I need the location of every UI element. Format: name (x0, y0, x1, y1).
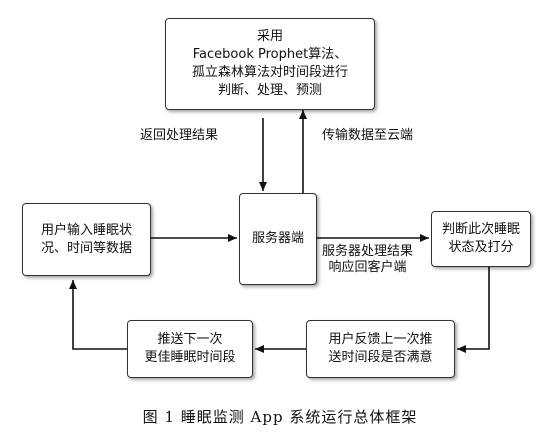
user-input-line-1: 用户输入睡眠状 (40, 222, 132, 238)
server-response-line-1: 服务器处理结果 (322, 244, 414, 259)
flowchart-connectors (69, 110, 490, 353)
user-input-line-2: 况、时间等数据 (40, 240, 132, 256)
figure-caption: 图 1 睡眠监测 App 系统运行总体框架 (142, 408, 418, 426)
user-input-box: 用户输入睡眠状 况、时间等数据 (22, 203, 151, 276)
feedback-line-1: 用户反馈上一次推 (328, 332, 433, 347)
arrow-judge-to-feedback (457, 267, 490, 353)
upload-cloud-label: 传输数据至云端 (322, 128, 414, 143)
return-result-label: 返回处理结果 (140, 128, 219, 143)
push-line-2: 更佳睡眠时间段 (144, 350, 236, 365)
cloud-algorithm-line-4: 判断、处理、预测 (217, 83, 322, 98)
push-box: 推送下一次 更佳睡眠时间段 (127, 320, 253, 378)
cloud-algorithm-box: 采用 Facebook Prophet算法、 孤立森林算法对时间段进行 判断、处… (165, 18, 375, 110)
push-line-1: 推送下一次 (157, 332, 223, 347)
server-label: 服务器端 (251, 231, 304, 246)
judge-box: 判断此次睡眠 状态及打分 (431, 211, 531, 267)
server-box: 服务器端 (239, 193, 317, 285)
cloud-algorithm-line-3: 孤立森林算法对时间段进行 (191, 65, 348, 80)
arrow-push-to-input (69, 280, 127, 350)
judge-line-1: 判断此次睡眠 (441, 222, 520, 237)
server-response-label: 服务器处理结果 响应回客户端 (322, 244, 413, 276)
server-response-line-2: 响应回客户端 (328, 260, 407, 275)
feedback-line-2: 送时间段是否满意 (328, 350, 433, 365)
cloud-algorithm-line-1: 采用 (256, 29, 283, 44)
cloud-algorithm-line-2: Facebook Prophet算法、 (192, 47, 348, 62)
judge-line-2: 状态及打分 (448, 240, 514, 255)
feedback-box: 用户反馈上一次推 送时间段是否满意 (306, 320, 455, 378)
